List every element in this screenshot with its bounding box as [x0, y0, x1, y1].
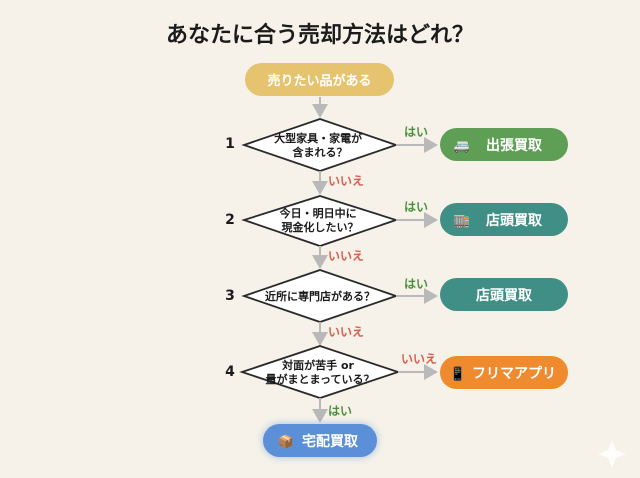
result-3-node: 店頭買取 [440, 278, 568, 311]
sparkle-icon [598, 440, 626, 468]
package-icon: 📦 [278, 434, 294, 450]
question-3-line-1: 近所に専門店がある？ [265, 289, 375, 303]
question-4-number: 4 [225, 364, 235, 380]
start-node-label: 売りたい品がある [267, 73, 371, 89]
question-1-branch-label: はい [404, 125, 428, 139]
result-1-shape [440, 128, 568, 161]
result-3-shape [440, 278, 568, 311]
result-2-shape [440, 203, 568, 236]
result-1-label: 出張買取 [486, 137, 543, 154]
truck-icon: 🚐 [454, 139, 470, 154]
question-1-next-label: いいえ [328, 174, 364, 188]
question-2-branch-label: はい [404, 200, 428, 214]
question-1-number: 1 [225, 136, 235, 152]
result-4-shape [440, 356, 568, 389]
question-3-number: 3 [225, 288, 235, 304]
question-2-line-2: 現金化したい？ [282, 220, 359, 234]
question-1-line-1: 大型家具・家電が [274, 131, 362, 145]
store-icon: 🏬 [454, 214, 470, 229]
result-4-label: フリマアプリ [472, 366, 556, 382]
result-4-node: 📱 フリマアプリ [440, 356, 568, 389]
question-3-branch-label: はい [404, 277, 428, 291]
question-4-branch-label: いいえ [401, 352, 437, 366]
question-4-line-1: 対面が苦手 or [281, 358, 354, 372]
question-2-next-label: いいえ [328, 249, 364, 263]
question-3-next-label: いいえ [328, 325, 364, 339]
question-1-diamond [241, 118, 399, 172]
start-node: 売りたい品がある [245, 63, 394, 96]
question-2-number: 2 [225, 212, 235, 228]
question-4-text: 対面が苦手 or 量がまとまっている？ [265, 358, 374, 386]
question-1-text: 大型家具・家電が 含まれる？ [274, 131, 366, 159]
start-node-shape [245, 63, 394, 96]
result-2-label: 店頭買取 [486, 212, 543, 229]
final-node-shape [263, 424, 377, 457]
phone-icon: 📱 [450, 366, 466, 382]
final-node: 📦 宅配買取 [263, 424, 377, 457]
question-4-line-2: 量がまとまっている？ [265, 372, 374, 386]
question-2-text: 今日・明日中に 現金化したい？ [279, 206, 361, 234]
result-3-label: 店頭買取 [476, 287, 533, 304]
final-node-label: 宅配買取 [302, 433, 359, 450]
result-1-node: 🚐 出張買取 [440, 128, 568, 161]
question-1-line-2: 含まれる？ [292, 145, 348, 159]
page-title: あなたに合う売却方法はどれ？ [166, 22, 474, 48]
question-2-line-1: 今日・明日中に [279, 206, 357, 220]
result-2-node: 🏬 店頭買取 [440, 203, 568, 236]
question-4-next-label: はい [328, 404, 352, 418]
question-4-diamond [239, 345, 401, 399]
